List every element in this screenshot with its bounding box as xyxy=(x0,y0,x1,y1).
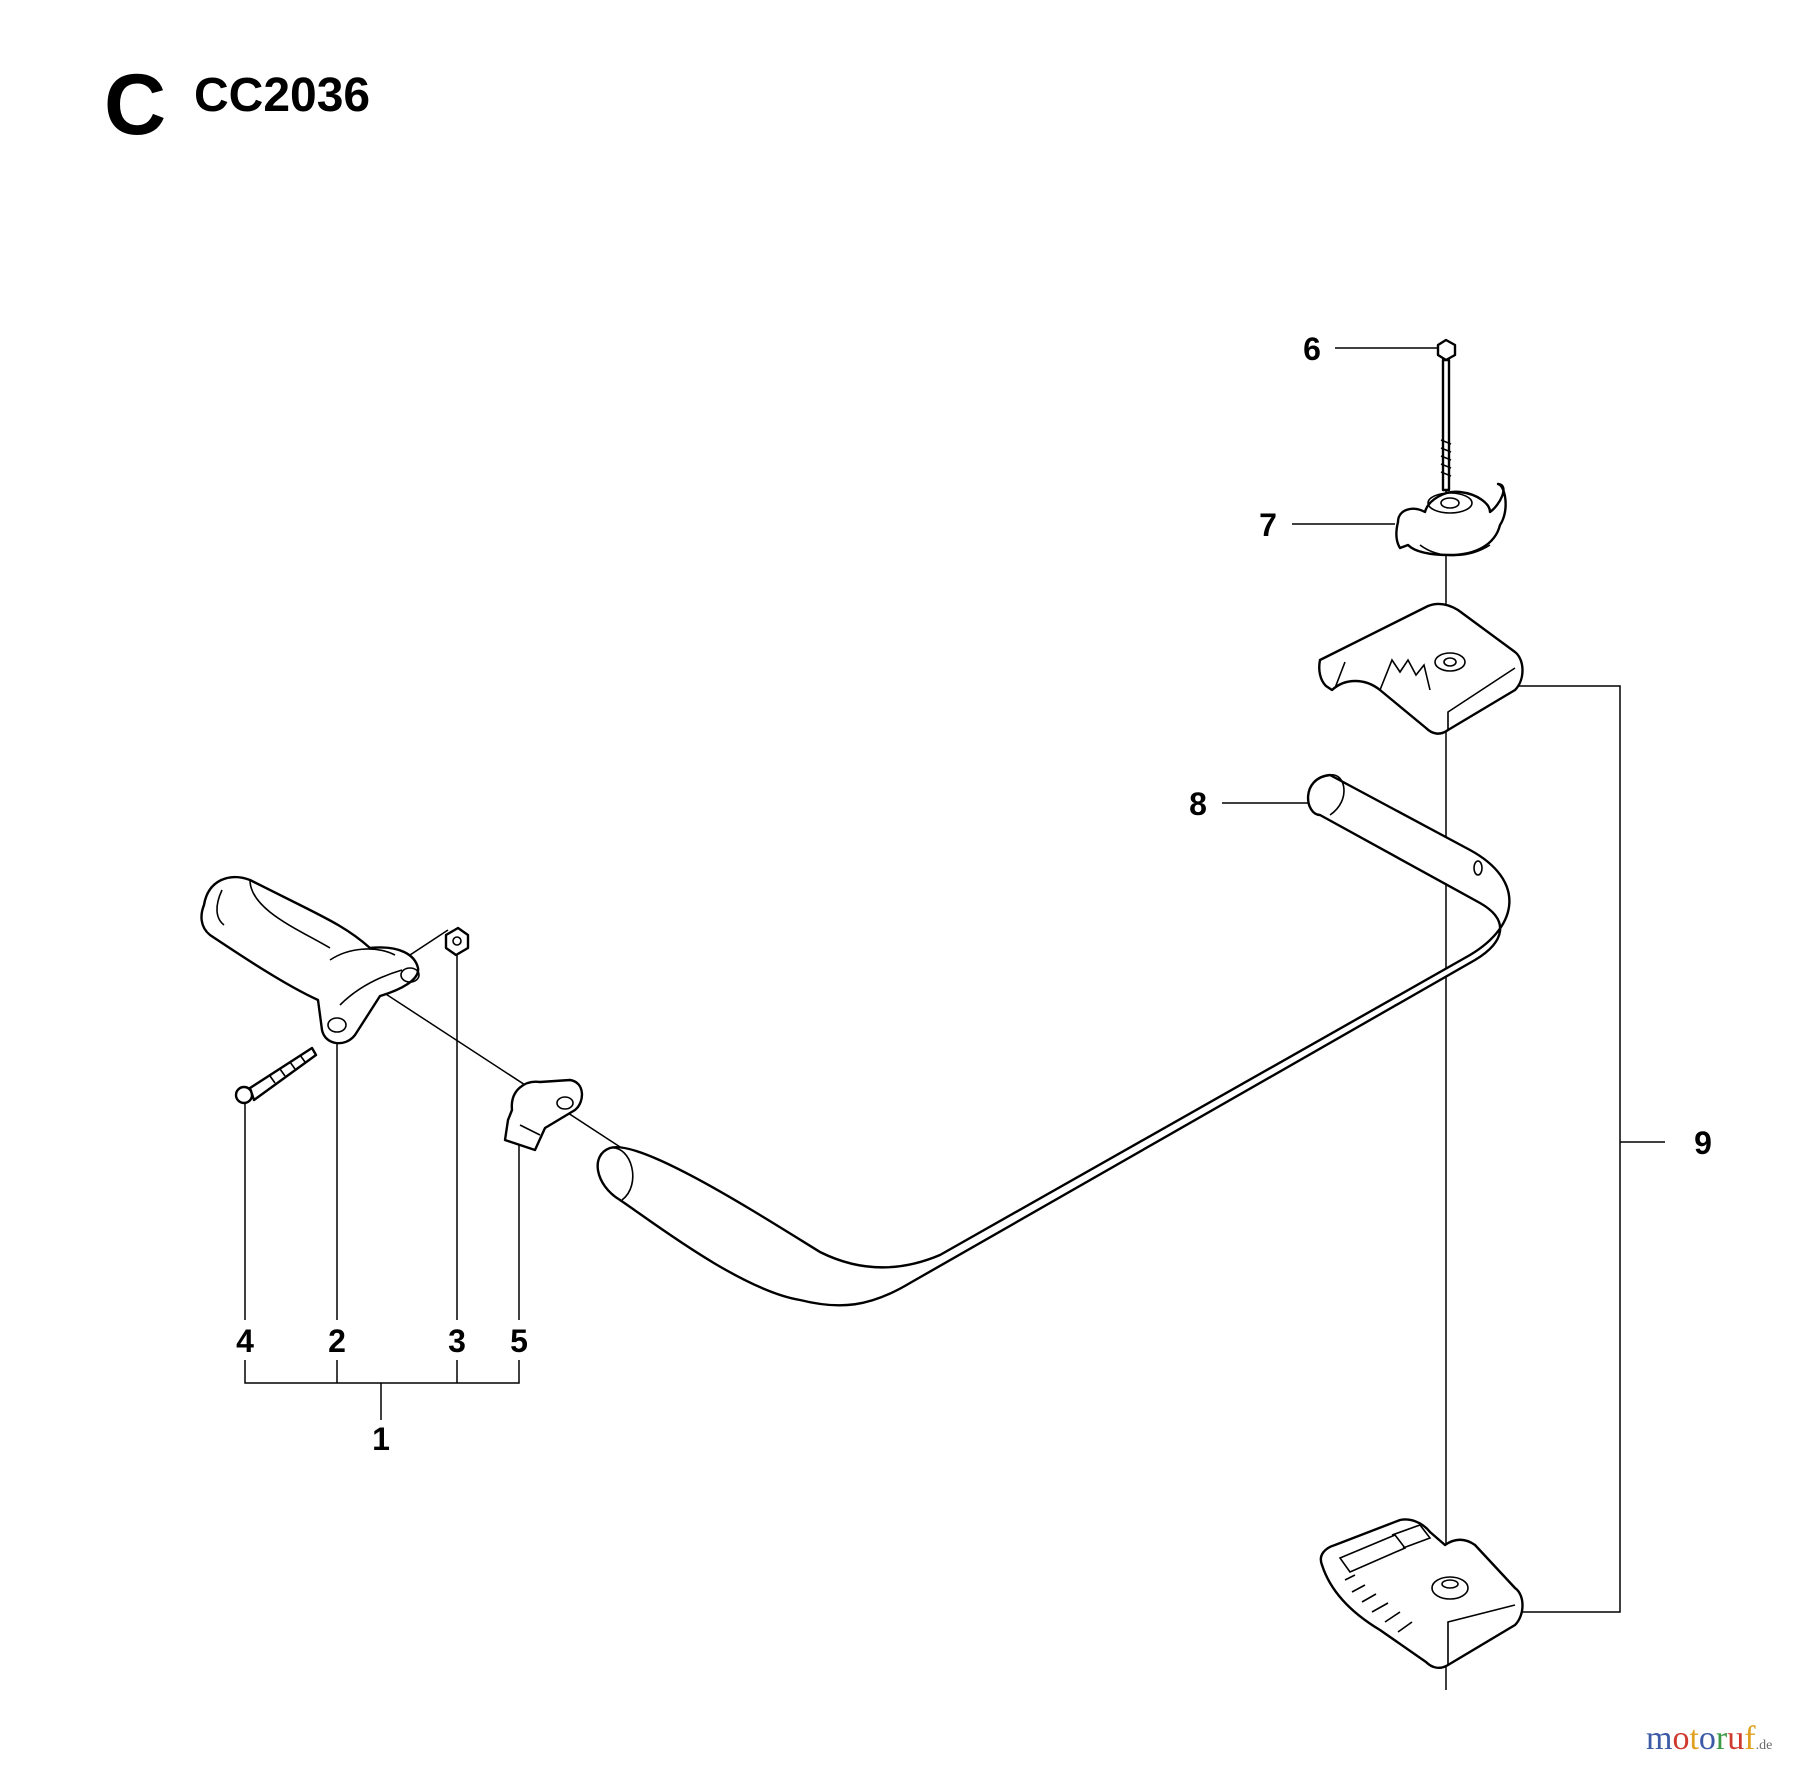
clamp-clip xyxy=(503,1078,584,1152)
bolt xyxy=(1436,338,1457,492)
leader-lines xyxy=(244,347,1665,1690)
section-letter: C xyxy=(104,57,167,153)
watermark-letter: t xyxy=(1689,1720,1699,1757)
callout-1: 1 xyxy=(372,1421,390,1457)
nut xyxy=(444,926,470,957)
callout-5: 5 xyxy=(510,1323,528,1359)
wing-knob xyxy=(1395,482,1507,557)
callout-7: 7 xyxy=(1259,507,1277,543)
clamp-block-upper xyxy=(1318,602,1524,735)
watermark-suffix: .de xyxy=(1755,1738,1773,1753)
screw xyxy=(234,1046,318,1105)
watermark-letter: f xyxy=(1744,1720,1756,1757)
watermark-letter: o xyxy=(1672,1720,1690,1757)
callout-9: 9 xyxy=(1694,1125,1712,1161)
callout-labels: 1 2 3 4 5 6 7 8 9 xyxy=(236,331,1712,1457)
callout-8: 8 xyxy=(1189,786,1207,822)
callout-4: 4 xyxy=(236,1323,254,1359)
assembly-1-bracket xyxy=(244,1360,520,1384)
callout-3: 3 xyxy=(448,1323,466,1359)
clamp-block-lower xyxy=(1319,1518,1524,1670)
handle-bar-hole xyxy=(1473,860,1483,876)
callout-6: 6 xyxy=(1303,331,1321,367)
assembly-9-bracket xyxy=(1518,685,1621,1613)
callout-2: 2 xyxy=(328,1323,346,1359)
grip-handle xyxy=(200,875,420,1045)
loop-handle-bar xyxy=(596,773,1511,1307)
grip-axis-line xyxy=(371,984,641,1161)
watermark-letter: m xyxy=(1646,1720,1673,1757)
watermark-letters: motoruf xyxy=(1646,1720,1756,1757)
model-title: CC2036 xyxy=(194,69,371,122)
watermark-letter: r xyxy=(1715,1720,1728,1757)
watermark-logo: motoruf.de xyxy=(1646,1722,1772,1756)
watermark-letter: u xyxy=(1727,1720,1745,1757)
watermark-letter: o xyxy=(1698,1720,1716,1757)
